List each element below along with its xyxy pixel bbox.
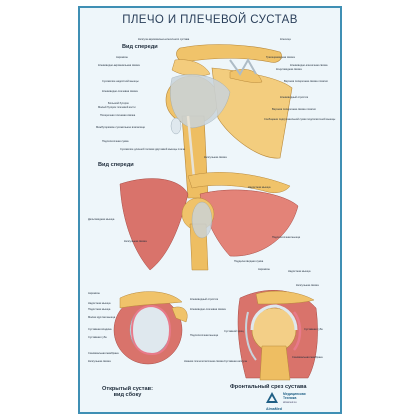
label-acromioclavicular-capsule: Капсула акромиально-ключичного сустава — [138, 38, 190, 41]
label-open-coracoid: Клювовидный отросток — [190, 298, 219, 301]
label-open-supraspinatus: Надостная мышца — [88, 302, 111, 305]
label-supraspinatus-muscle: Надостная мышца — [248, 186, 271, 189]
frontal-capsule — [245, 311, 257, 361]
clavicle-bone — [176, 44, 282, 63]
section-label-middle: Вид спереди — [98, 162, 134, 168]
label-frontal-capsular: Капсульная связка — [296, 284, 319, 287]
middle-capsule — [191, 201, 213, 239]
label-acromion: Акромион — [116, 56, 128, 59]
poster-title: ПЛЕЧО И ПЛЕЧЕВОЙ СУСТАВ — [122, 14, 298, 26]
brand-line2: Техника — [283, 396, 297, 400]
label-open-synovial: Синовиальная мембрана — [88, 352, 119, 355]
label-superior-transverse-scapular-ligament-2: Верхняя поперечная связка лопатки — [272, 108, 316, 111]
label-open-teres-minor: Малая круглая мышца — [88, 316, 116, 319]
label-open-labrum: Суставная губа — [88, 336, 107, 339]
label-frontal-subdeltoid-bursa: Поддельтовидная сумка — [234, 260, 264, 263]
frontal-humerus-shaft — [259, 345, 291, 381]
open-acromion — [119, 291, 183, 309]
middle-clavicle — [187, 172, 291, 193]
label-frontal-capsule: Суставная капсула — [224, 360, 247, 363]
deltoid-muscle — [119, 178, 189, 271]
middle-anterior-view-art — [119, 172, 299, 271]
label-open-glenoid-cavity: Суставная впадина — [88, 328, 112, 331]
label-open-capsular: Капсульная связка — [88, 360, 111, 363]
label-superior-transverse-scapular-ligament: Верхняя поперечная связка лопатки — [284, 80, 328, 83]
joint-capsule — [170, 74, 231, 129]
acromion-bone — [171, 59, 211, 77]
coracoclavicular-ligament — [229, 57, 257, 76]
frontal-cartilage — [250, 304, 298, 331]
label-coracoacromial-ligament: Клювовидно-акромиальная связка — [98, 64, 140, 67]
label-open-infraspinatus: Подостная мышца — [88, 308, 111, 311]
label-coracohumeral-ligament: Клювовидно-плечевая связка — [102, 90, 138, 93]
glenoid-labrum — [130, 304, 172, 356]
section-label-open-joint: Открытый сустав: вид сбоку — [102, 386, 153, 398]
frontal-section-art — [237, 290, 318, 381]
section-label-frontal: Фронтальный срез сустава — [230, 384, 307, 390]
label-greater-tubercle: Большой бугорок — [108, 102, 129, 105]
label-frontal-supraspinatus: Надостная мышца — [288, 270, 311, 273]
label-subscapular-bursa-communication: Сообщение подсухожильной сумки подлопато… — [264, 118, 336, 121]
label-frontal-cartilage: Суставной хрящ — [224, 330, 244, 333]
label-open-acromion: Акромион — [88, 292, 100, 295]
frontal-acromion — [255, 290, 315, 305]
brand-site: almamed.su — [283, 401, 297, 404]
label-open-coracohumeral: Клювовидно-плечевая связка — [190, 308, 226, 311]
subscapularis-muscle — [199, 189, 299, 257]
label-capsular-ligament-top: Капсульная связка — [204, 156, 227, 159]
section-label-top: Вид спереди — [122, 44, 158, 50]
label-conoid-ligament: Конусовидная связка — [276, 68, 302, 71]
label-lesser-tubercle: Малый бугорок плечевой кости — [98, 106, 136, 109]
open-joint-art — [113, 291, 188, 365]
label-deltoid-muscle: Дельтовидная мышца — [88, 218, 115, 221]
label-frontal-acromion: Акромион — [258, 268, 270, 271]
label-frontal-synovial: Синовиальная мембрана — [292, 356, 323, 359]
label-open-inferior-glenohumeral: Нижняя плечелопаточная связка — [184, 360, 224, 363]
label-subscapular-bursa: Подлопаточная сумка — [102, 140, 129, 143]
label-biceps-long-head-tendon: Сухожилие длинной головки двуглавой мышц… — [120, 148, 185, 151]
anatomy-poster: ПЛЕЧО И ПЛЕЧЕВОЙ СУСТАВ — [78, 6, 342, 414]
label-intertubercular-sheath: Межбугорковое сухожильное влагалище — [96, 126, 145, 129]
frontal-glenoid — [292, 311, 302, 351]
label-coracoid-process: Клювовидный отросток — [280, 96, 309, 99]
almamed-logo-icon — [266, 392, 278, 403]
label-subscapularis-muscle: Подлопаточная мышца — [272, 236, 301, 239]
anatomy-illustration — [113, 44, 318, 381]
biceps-tendon — [186, 115, 196, 179]
label-supraspinatus-tendon: Сухожилие надостной мышцы — [102, 80, 139, 83]
brand-tagline: Медицинская Техника — [283, 392, 306, 400]
label-open-subscapularis: Подлопаточная мышца — [190, 334, 219, 337]
label-frontal-labrum: Суставная губа — [304, 328, 323, 331]
brand-line1: Медицинская — [283, 392, 306, 396]
brand-name: AlmaMed — [266, 407, 282, 411]
label-capsular-ligament-middle: Капсульная связка — [124, 240, 147, 243]
label-trapezoid-ligament: Трапециевидная связка — [266, 56, 295, 59]
label-coracoclavicular-ligament: Клювовидно-ключичная связка — [290, 64, 328, 67]
subscapular-bursa — [170, 117, 182, 135]
open-coracoid — [171, 306, 188, 323]
label-clavicle: Ключица — [280, 38, 291, 41]
label-transverse-humeral-ligament: Поперечная плечевая связка — [100, 114, 136, 117]
